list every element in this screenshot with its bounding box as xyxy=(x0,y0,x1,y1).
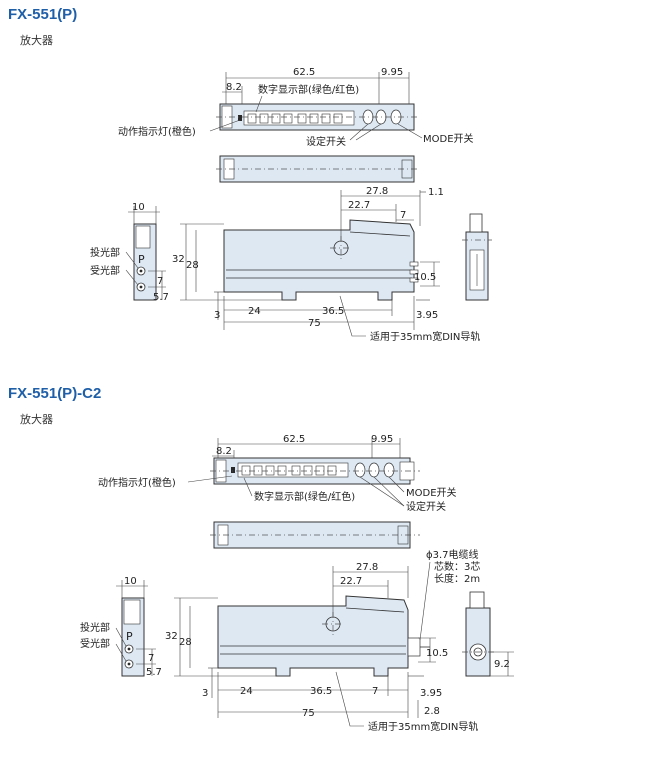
s2-setting-switch-2 xyxy=(368,462,380,478)
s2-dim-3: 3 xyxy=(202,688,208,699)
s1-dim-1-1: 1.1 xyxy=(428,187,444,198)
s2-display-window xyxy=(237,462,349,478)
s1-label-emitter: 投光部 xyxy=(90,246,120,259)
s2-label-indicator: 动作指示灯(橙色) xyxy=(98,476,176,489)
s2-mode-switch xyxy=(383,462,395,478)
s2-dim-75: 75 xyxy=(302,708,315,719)
s1-dim-8-2: 8.2 xyxy=(226,82,242,93)
s1-front-body xyxy=(223,219,415,301)
s1-label-mode: MODE开关 xyxy=(423,132,474,145)
s2-top-view xyxy=(210,457,420,485)
s2-label-display: 数字显示部(绿色/红色) xyxy=(254,490,355,503)
s2-dim-10-5: 10.5 xyxy=(426,648,448,659)
s2-dim-32: 32 xyxy=(165,631,178,642)
s1-connector-pins xyxy=(409,261,419,283)
s2-left-end-view: P xyxy=(121,597,145,677)
s2-dim-7b: 7 xyxy=(148,653,154,664)
s2-dim-9-2: 9.2 xyxy=(494,659,510,670)
s2-dim-36-5: 36.5 xyxy=(310,686,332,697)
s1-dim-75: 75 xyxy=(308,318,321,329)
s2-dim-24: 24 xyxy=(240,686,253,697)
s1-indicator-led xyxy=(238,115,242,121)
s2-label-emitter: 投光部 xyxy=(80,621,110,634)
s1-dim-7b: 7 xyxy=(157,276,163,287)
section1-title: FX-551(P) xyxy=(8,6,78,23)
s1-dim-24: 24 xyxy=(248,306,261,317)
s2-digit-segments xyxy=(241,465,337,476)
s2-dim-9-95: 9.95 xyxy=(371,434,393,445)
s2-dim-7c: 7 xyxy=(372,686,378,697)
s2-indicator-led xyxy=(231,467,235,473)
s2-dim-3-95: 3.95 xyxy=(420,688,442,699)
s2-dim-22-7: 22.7 xyxy=(340,576,362,587)
s1-left-end-view: P xyxy=(133,223,157,301)
s1-digit-segments xyxy=(247,113,343,124)
s2-front-view xyxy=(217,595,430,677)
s2-cable-outlet xyxy=(407,637,421,657)
s2-label-setting: 设定开关 xyxy=(406,500,446,513)
s1-top-view xyxy=(216,103,418,131)
s1-label-din: 适用于35mm宽DIN导轨 xyxy=(370,330,480,343)
s1-dim-3-95: 3.95 xyxy=(416,310,438,321)
section1-subtitle: 放大器 xyxy=(20,34,53,47)
s1-dim-36-5: 36.5 xyxy=(322,306,344,317)
s1-right-end-view xyxy=(462,213,492,301)
s2-label-receiver: 受光部 xyxy=(80,637,110,650)
s1-dim-10: 10 xyxy=(132,202,145,213)
s2-label-mode: MODE开关 xyxy=(406,486,457,499)
s2-dim-27-8: 27.8 xyxy=(356,562,378,573)
s2-label-cable-3: 长度：2m xyxy=(434,572,480,585)
s2-label-p: P xyxy=(126,630,133,643)
s2-front-body xyxy=(217,595,409,677)
s2-right-end-view xyxy=(462,591,496,677)
s2-setting-switch-1 xyxy=(354,462,366,478)
s2-side-view xyxy=(210,521,420,549)
s2-side-body xyxy=(213,521,411,549)
s1-label-indicator: 动作指示灯(橙色) xyxy=(118,125,196,138)
s2-dim-10: 10 xyxy=(124,576,137,587)
s2-label-cable-2: 芯数：3芯 xyxy=(434,560,480,573)
s1-dim-28: 28 xyxy=(186,260,199,271)
s1-dim-22-7: 22.7 xyxy=(348,200,370,211)
s1-dim-32: 32 xyxy=(172,254,185,265)
s1-label-p: P xyxy=(138,253,145,266)
s1-side-view xyxy=(216,155,418,183)
s2-label-din: 适用于35mm宽DIN导轨 xyxy=(368,720,478,733)
s2-dim-8-2: 8.2 xyxy=(216,446,232,457)
section2-title: FX-551(P)-C2 xyxy=(8,385,102,402)
s2-dim-2-8: 2.8 xyxy=(424,706,440,717)
s1-dim-27-8: 27.8 xyxy=(366,186,388,197)
s1-label-setting: 设定开关 xyxy=(306,135,346,148)
s2-right-end-body xyxy=(465,607,491,677)
s1-dim-3: 3 xyxy=(214,310,220,321)
s1-dim-9-95: 9.95 xyxy=(381,67,403,78)
s1-label-receiver: 受光部 xyxy=(90,264,120,277)
s2-dim-28: 28 xyxy=(179,637,192,648)
s1-dim-10-5: 10.5 xyxy=(414,272,436,283)
section2-subtitle: 放大器 xyxy=(20,413,53,426)
s1-dim-5-7: 5.7 xyxy=(153,292,169,303)
s1-display-window xyxy=(243,110,355,126)
s2-label-cable-1: ϕ3.7电缆线 xyxy=(426,548,479,561)
s1-label-display: 数字显示部(绿色/红色) xyxy=(258,83,359,96)
s1-front-view xyxy=(223,219,419,301)
s1-dim-62-5: 62.5 xyxy=(293,67,315,78)
s2-dim-62-5: 62.5 xyxy=(283,434,305,445)
s1-dim-7a: 7 xyxy=(400,210,406,221)
s2-dim-5-7: 5.7 xyxy=(146,667,162,678)
